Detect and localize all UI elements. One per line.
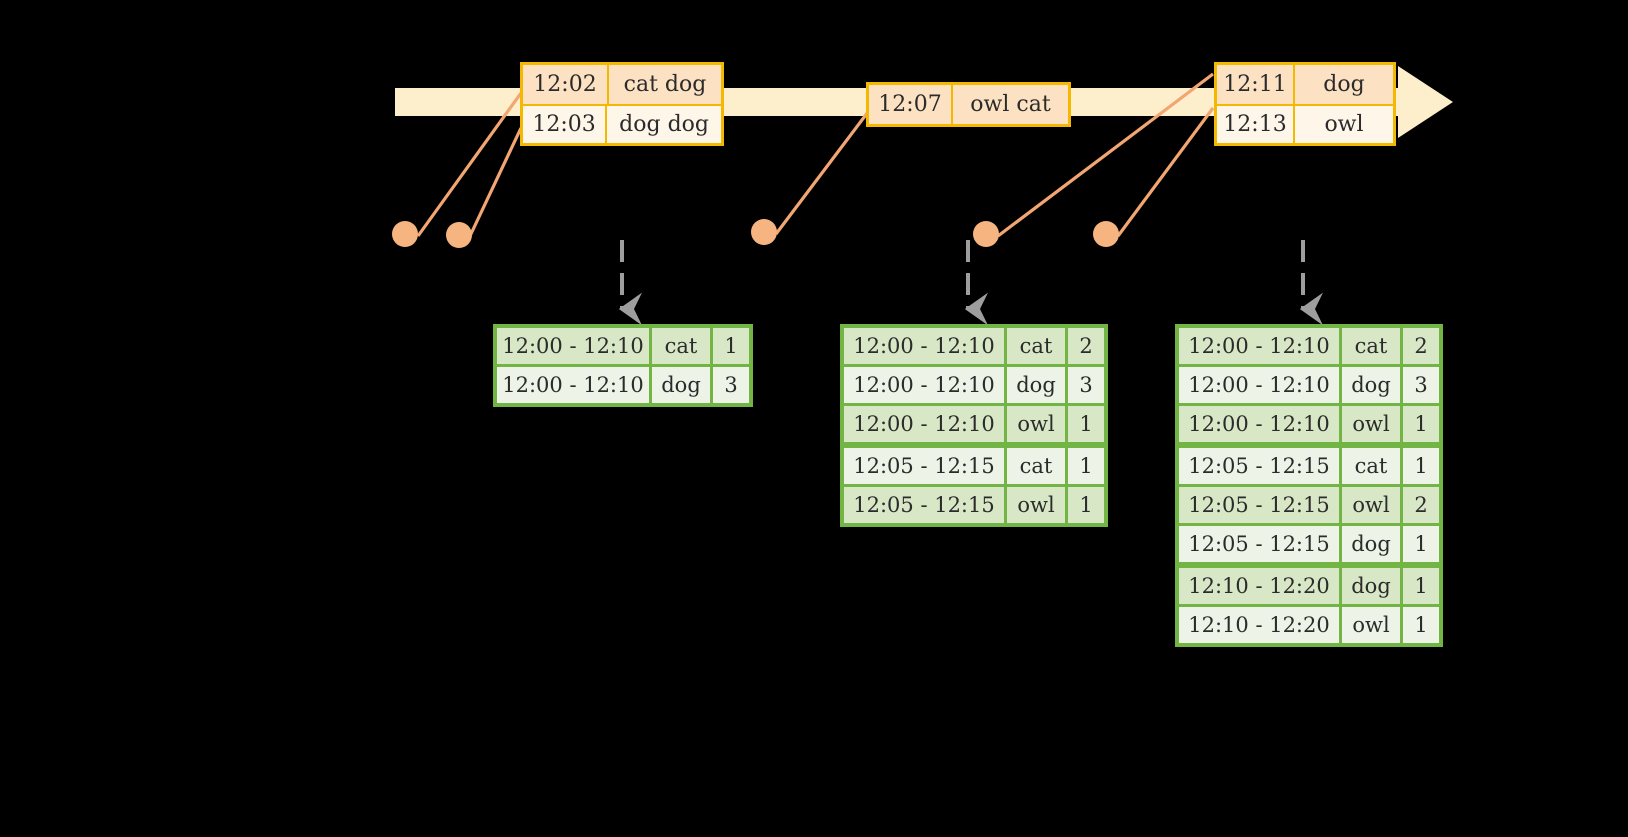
event-group-3: 12:11 dog 12:13 owl: [1214, 62, 1396, 146]
cell-count: 2: [1403, 328, 1439, 364]
cell-word: owl: [1342, 406, 1400, 442]
cell-count: 1: [1068, 406, 1104, 442]
event-row: 12:02 cat dog: [523, 65, 721, 104]
cell-word: dog: [1342, 568, 1400, 604]
cell-window: 12:00 - 12:10: [1179, 406, 1339, 442]
cell-count: 2: [1068, 328, 1104, 364]
cell-count: 1: [713, 328, 749, 364]
cell-word: cat: [1007, 448, 1065, 484]
event-time: 12:07: [869, 85, 953, 124]
event-group-1: 12:02 cat dog 12:03 dog dog: [520, 62, 724, 146]
event-words: owl: [1324, 112, 1364, 137]
cell-word: cat: [1007, 328, 1065, 364]
cell-count: 1: [1068, 448, 1104, 484]
cell-count: 1: [1403, 526, 1439, 562]
event-words: dog: [1323, 72, 1365, 97]
cell-count: 1: [1403, 448, 1439, 484]
cell-count: 3: [1068, 367, 1104, 403]
leader-line-3: [774, 111, 870, 235]
cell-word: cat: [1342, 448, 1400, 484]
event-words: cat dog: [623, 72, 707, 97]
cell-count: 1: [1403, 568, 1439, 604]
cell-word: dog: [1342, 526, 1400, 562]
event-group-2: 12:07 owl cat: [866, 82, 1071, 127]
event-row: 12:03 dog dog: [523, 104, 721, 143]
timeline-arrow-icon: [1398, 66, 1453, 138]
cell-count: 3: [1403, 367, 1439, 403]
cell-word: cat: [1342, 328, 1400, 364]
cell-word: dog: [1007, 367, 1065, 403]
cell-count: 1: [1403, 406, 1439, 442]
cell-window: 12:05 - 12:15: [1179, 487, 1339, 523]
event-time: 12:03: [523, 106, 608, 143]
event-time: 12:02: [523, 65, 609, 104]
cell-window: 12:05 - 12:15: [1179, 448, 1339, 484]
event-time: 12:13: [1217, 106, 1295, 143]
cell-word: owl: [1342, 607, 1400, 643]
dashed-arrows: [618, 240, 1323, 326]
event-dot-4: [973, 221, 999, 247]
leader-line-5: [1116, 107, 1215, 237]
cell-window: 12:05 - 12:15: [1179, 526, 1339, 562]
event-words: owl cat: [970, 92, 1051, 117]
cell-window: 12:05 - 12:15: [844, 487, 1004, 523]
cell-window: 12:00 - 12:10: [1179, 328, 1339, 364]
cell-window: 12:00 - 12:10: [497, 367, 649, 403]
cell-window: 12:05 - 12:15: [844, 448, 1004, 484]
cell-word: dog: [1342, 367, 1400, 403]
cell-word: owl: [1007, 406, 1065, 442]
cell-window: 12:00 - 12:10: [844, 406, 1004, 442]
event-dot-1: [392, 221, 418, 247]
cell-window: 12:00 - 12:10: [1179, 367, 1339, 403]
event-dot-2: [446, 222, 472, 248]
cell-window: 12:00 - 12:10: [497, 328, 649, 364]
leader-line-2: [468, 127, 523, 237]
event-dot-3: [751, 219, 777, 245]
event-row: 12:11 dog: [1217, 65, 1393, 104]
cell-count: 2: [1403, 487, 1439, 523]
cell-window: 12:00 - 12:10: [844, 328, 1004, 364]
cell-word: owl: [1342, 487, 1400, 523]
event-words: dog dog: [619, 112, 709, 137]
cell-word: dog: [652, 367, 710, 403]
event-row: 12:13 owl: [1217, 104, 1393, 143]
event-dot-5: [1093, 221, 1119, 247]
event-time: 12:11: [1217, 65, 1295, 104]
cell-window: 12:10 - 12:20: [1179, 607, 1339, 643]
cell-count: 1: [1403, 607, 1439, 643]
cell-window: 12:00 - 12:10: [844, 367, 1004, 403]
cell-count: 1: [1068, 487, 1104, 523]
cell-count: 3: [713, 367, 749, 403]
cell-word: cat: [652, 328, 710, 364]
cell-window: 12:10 - 12:20: [1179, 568, 1339, 604]
cell-word: owl: [1007, 487, 1065, 523]
event-row: 12:07 owl cat: [869, 85, 1068, 124]
